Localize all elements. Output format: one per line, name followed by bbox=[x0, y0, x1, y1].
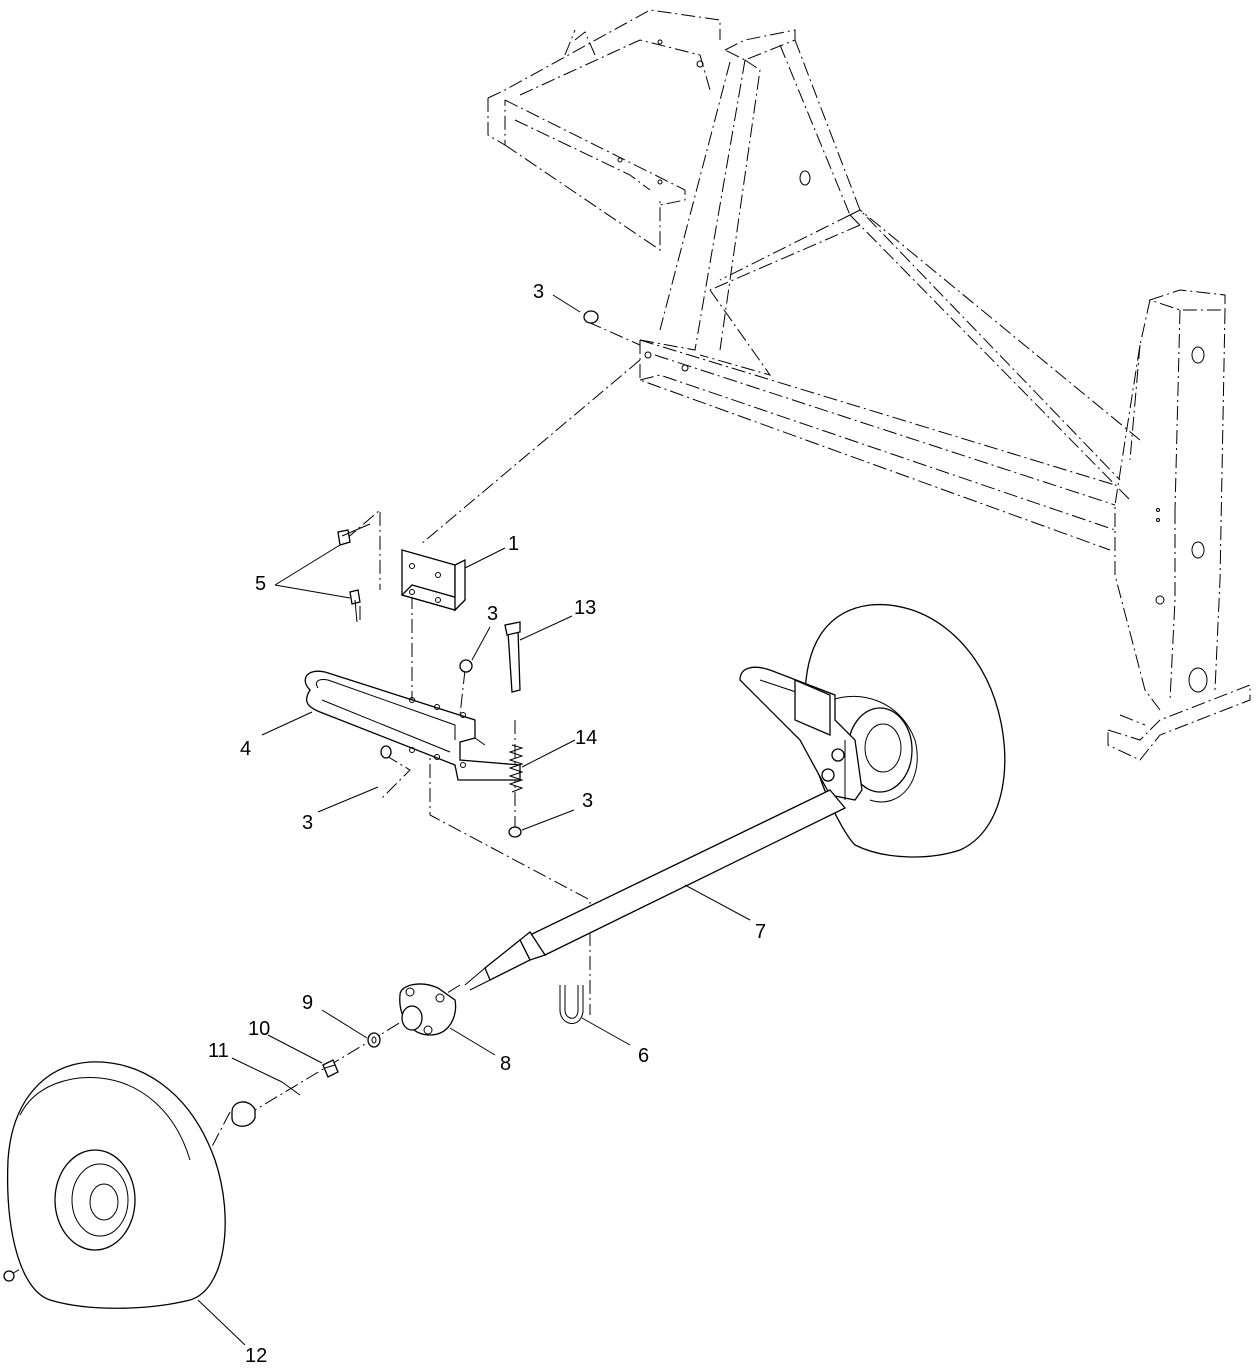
callout-8: 8 bbox=[500, 1053, 511, 1075]
left-wheel-part-12 bbox=[6, 1061, 226, 1309]
right-wheel-assembly bbox=[739, 603, 1006, 858]
nuts-part-3 bbox=[3, 310, 599, 1282]
callout-12: 12 bbox=[245, 1345, 267, 1367]
spring-part-14 bbox=[508, 744, 524, 793]
axle-part-7 bbox=[464, 789, 847, 991]
callout-1: 1 bbox=[508, 533, 519, 555]
callout-7: 7 bbox=[755, 921, 766, 943]
bracket-part-1 bbox=[400, 549, 467, 612]
trailer-frame bbox=[487, 9, 1251, 761]
long-bolt-part-13 bbox=[504, 621, 521, 693]
callout-11: 11 bbox=[208, 1040, 229, 1062]
callout-9: 9 bbox=[302, 992, 313, 1014]
callout-labels: 1 3 3 3 3 4 5 6 7 8 9 10 11 12 13 14 bbox=[208, 281, 766, 1367]
callout-3-right: 3 bbox=[582, 790, 593, 812]
dust-cap bbox=[231, 1101, 256, 1127]
u-bolt-part-6 bbox=[559, 985, 584, 1024]
bolts-part-5 bbox=[337, 523, 371, 623]
castle-nut-part-10 bbox=[322, 1059, 339, 1078]
callout-3-top: 3 bbox=[533, 281, 544, 303]
callout-10: 10 bbox=[248, 1018, 270, 1040]
callout-13: 13 bbox=[574, 597, 596, 619]
leader-lines bbox=[197, 294, 751, 1346]
washer-part-9 bbox=[367, 1032, 381, 1048]
callout-4: 4 bbox=[240, 738, 251, 760]
cotter-pin-part-11 bbox=[281, 1081, 301, 1096]
callout-6: 6 bbox=[638, 1045, 649, 1067]
hub-part-8 bbox=[399, 983, 457, 1036]
callout-3-upper: 3 bbox=[487, 603, 498, 625]
spring-arm-part-4 bbox=[304, 670, 521, 781]
callout-3-left: 3 bbox=[302, 812, 313, 834]
callout-5: 5 bbox=[255, 573, 266, 595]
callout-14: 14 bbox=[575, 727, 597, 749]
